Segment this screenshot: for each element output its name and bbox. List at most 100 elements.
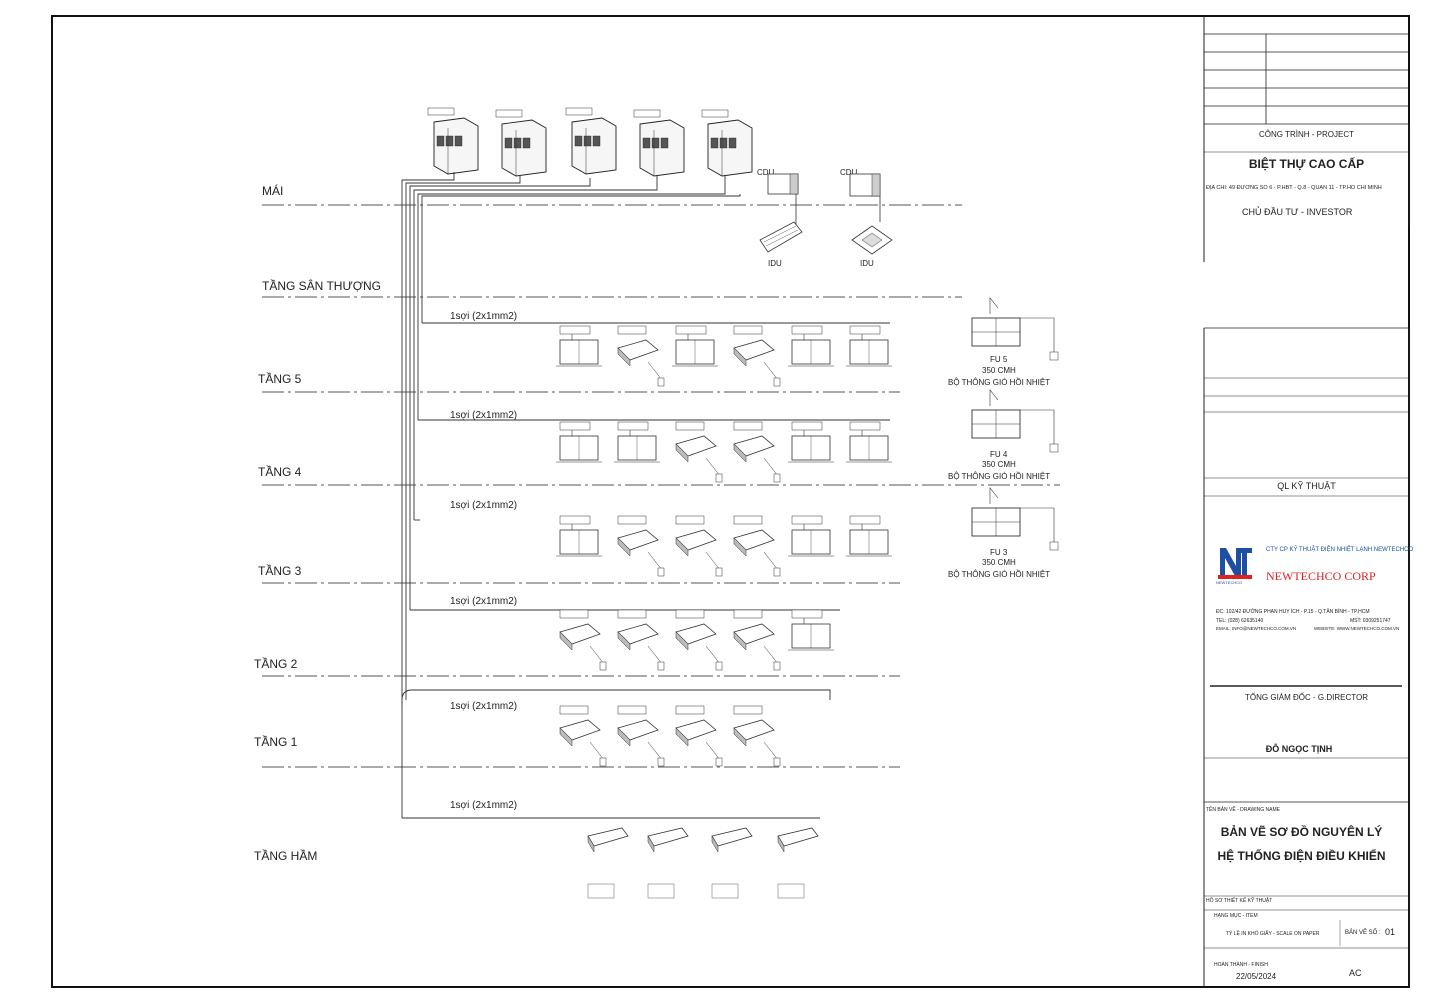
indoor-unit-side — [617, 727, 631, 747]
remote-control-icon — [657, 377, 665, 387]
project-address: ĐỊA CHỈ: 49 ĐƯỜNG SỐ 6 - P.HBT - Q.8 - Q… — [1206, 185, 1382, 191]
remote-control-icon — [715, 473, 723, 483]
hrv-damper — [989, 487, 999, 504]
indoor-unit-ducted — [846, 515, 892, 557]
outdoor-unit-grille — [583, 135, 592, 147]
fu3-name: FU 3 — [990, 548, 1008, 557]
indoor-unit-cassette — [733, 515, 781, 577]
floor-label-2: TẦNG 2 — [254, 656, 298, 671]
heat-recovery-ventilator — [971, 297, 1059, 361]
indoor-unit-wall — [647, 827, 689, 899]
remote-control-icon — [773, 567, 781, 577]
cdu-label-2: CDU — [840, 168, 858, 177]
date-label: HOÀN THÀNH - FINISH — [1214, 962, 1268, 968]
indoor-unit-cassette — [733, 705, 781, 767]
indoor-unit-cassette — [675, 609, 723, 671]
indoor-unit-ducted — [556, 325, 602, 367]
remote-control-icon — [657, 567, 665, 577]
outdoor-unit — [565, 107, 617, 175]
indoor-unit-remote-wire — [705, 551, 721, 571]
indoor-unit-tag — [559, 421, 591, 431]
indoor-unit-cassette — [617, 515, 665, 577]
heat-recovery-units — [971, 297, 1059, 551]
indoor-unit-tag — [733, 515, 763, 525]
hrv-controller-icon — [1049, 351, 1059, 361]
indoor-unit-ducted — [614, 421, 660, 463]
indoor-unit-tag — [791, 515, 823, 525]
hrv-wire — [1020, 317, 1055, 354]
outdoor-unit-grille — [445, 135, 454, 147]
heat-recovery-ventilator — [971, 389, 1059, 453]
remote-control-icon — [715, 661, 723, 671]
indoor-unit-ducted — [556, 421, 602, 463]
hrv-wire — [1020, 507, 1055, 544]
company-mst: MST: 0309251747 — [1350, 618, 1391, 624]
indoor-unit-side — [559, 631, 573, 651]
outdoor-unit-grille — [710, 137, 719, 149]
indoor-unit-tag — [675, 515, 705, 525]
outdoor-unit-grille — [719, 137, 728, 149]
indoor-unit-wall — [777, 827, 819, 899]
indoor-unit-tag — [791, 325, 823, 335]
qc-label: QL KỸ THUẬT — [1277, 481, 1336, 491]
drawing-name-2: HỆ THỐNG ĐIỆN ĐIỀU KHIỂN — [1217, 849, 1386, 863]
company-line: CTY CP KỸ THUẬT ĐIỆN NHIỆT LẠNH NEWTECHC… — [1266, 547, 1414, 553]
fu3-desc: BỘ THÔNG GIÓ HỒI NHIỆT — [948, 569, 1050, 579]
company-email: EMAIL: INFO@NEWTECHCO.COM.VN — [1216, 626, 1297, 631]
floor-label-1: TẦNG 1 — [254, 734, 298, 749]
fu4-desc: BỘ THÔNG GIÓ HỒI NHIỆT — [948, 471, 1050, 481]
indoor-unit-tag — [617, 421, 649, 431]
outdoor-unit-tag — [495, 109, 523, 118]
indoor-unit-side — [617, 347, 631, 367]
indoor-unit-remote-wire — [647, 645, 663, 665]
indoor-unit-wall — [711, 827, 753, 899]
heat-recovery-ventilator — [971, 487, 1059, 551]
outdoor-unit-grille — [592, 135, 601, 147]
outdoor-unit-grille — [651, 137, 660, 149]
indoor-unit-body — [587, 827, 629, 847]
outdoor-unit-grille — [660, 137, 669, 149]
indoor-unit-tag — [617, 705, 647, 715]
indoor-unit-cassette — [733, 325, 781, 387]
remote-control-icon — [773, 377, 781, 387]
remote-control-icon — [773, 661, 781, 671]
indoor-unit-side — [617, 631, 631, 651]
control-wiring — [401, 172, 890, 819]
indoor-unit-tag — [791, 421, 823, 431]
remote-control-icon — [657, 661, 665, 671]
outdoor-unit — [495, 109, 547, 177]
company-web: WEBSITE: WWW.NEWTECHCO.COM.VN — [1314, 626, 1400, 631]
indoor-unit-tag — [617, 515, 647, 525]
indoor-unit-side — [733, 537, 747, 557]
remote-control-icon — [599, 661, 607, 671]
indoor-unit-cassette — [675, 515, 723, 577]
wire-label-basement: 1sợi (2x1mm2) — [450, 800, 517, 811]
indoor-unit-side — [675, 443, 689, 463]
indoor-unit-tag — [559, 325, 591, 335]
director-name: ĐỖ NGỌC TỊNH — [1265, 744, 1333, 754]
indoor-unit-side — [559, 727, 573, 747]
indoor-unit-remote-wire — [705, 457, 721, 477]
indoor-unit-ducted — [846, 421, 892, 463]
indoor-unit-tag — [733, 325, 763, 335]
indoor-unit-remote-wire — [647, 741, 663, 761]
indoor-unit-tag — [733, 421, 763, 431]
fu3-flow: 350 CMH — [982, 558, 1016, 567]
indoor-unit-cassette — [617, 609, 665, 671]
indoor-unit-ducted — [672, 325, 718, 367]
remote-control-icon — [715, 567, 723, 577]
indoor-unit-tag — [587, 883, 615, 899]
outdoor-unit — [633, 109, 685, 177]
indoor-unit-tag — [675, 609, 705, 619]
indoor-unit-cassette — [733, 609, 781, 671]
remote-control-icon — [715, 757, 723, 767]
indoor-unit-ducted — [556, 515, 602, 557]
indoor-unit-ducted — [846, 325, 892, 367]
outdoor-unit-tag — [427, 107, 455, 116]
indoor-unit-remote-wire — [705, 741, 721, 761]
indoor-unit-remote-wire — [763, 741, 779, 761]
indoor-unit-tag — [559, 705, 589, 715]
outdoor-unit-tag — [565, 107, 593, 116]
floor-label-basement: TẦNG HẦM — [254, 848, 317, 863]
indoor-unit-tag — [675, 325, 707, 335]
